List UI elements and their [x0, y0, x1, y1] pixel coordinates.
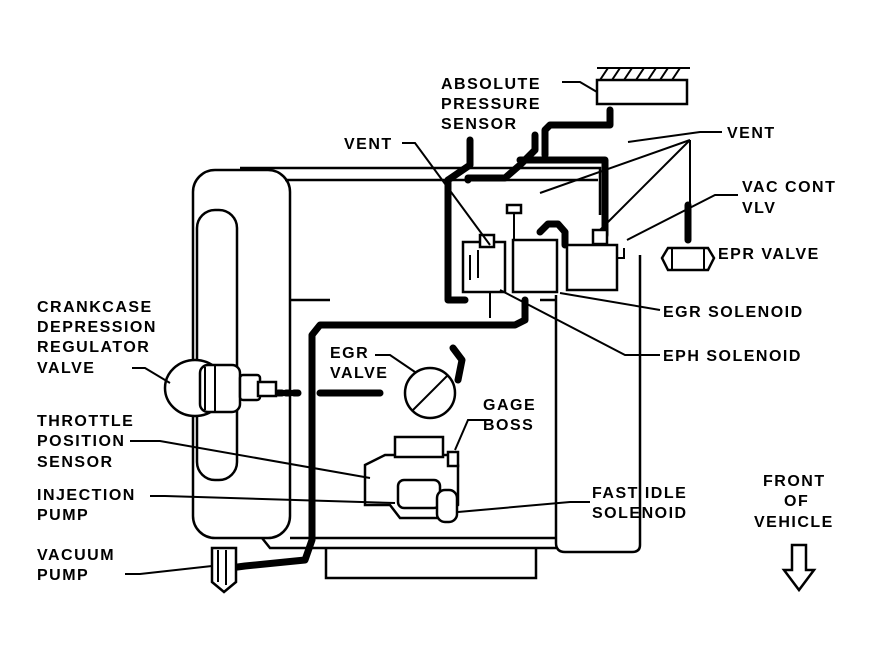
throttle-position-sensor-label-line3: SENSOR: [37, 454, 114, 471]
injection-pump: [363, 435, 460, 524]
injection-pump-label-line1: INJECTION: [37, 487, 136, 504]
vacuum-pump: [210, 546, 238, 594]
labels: ABSOLUTE PRESSURE SENSOR VENT VENT VAC C…: [37, 76, 836, 584]
absolute-pressure-sensor-label-line2: PRESSURE: [441, 96, 541, 113]
absolute-pressure-sensor-label-line3: SENSOR: [441, 116, 518, 133]
injection-pump-label-line2: PUMP: [37, 507, 89, 524]
vacuum-pump-label-line1: VACUUM: [37, 547, 115, 564]
crankcase-label-line2: DEPRESSION: [37, 319, 157, 336]
absolute-pressure-sensor-label-line1: ABSOLUTE: [441, 76, 541, 93]
engine-outline: [191, 166, 642, 580]
throttle-position-sensor-label-line1: THROTTLE: [37, 413, 134, 430]
eph-solenoid-label: EPH SOLENOID: [663, 348, 802, 365]
egr-solenoid-label: EGR SOLENOID: [663, 304, 804, 321]
gage-boss-label-line2: BOSS: [483, 417, 534, 434]
epr-valve: [660, 201, 716, 272]
crankcase-label-line1: CRANKCASE: [37, 299, 153, 316]
absolute-pressure-sensor: [595, 67, 690, 106]
fast-idle-solenoid-label-line1: FAST IDLE: [592, 485, 687, 502]
epr-valve-label: EPR VALVE: [718, 246, 820, 263]
front-of-vehicle-label-line2: OF: [784, 493, 809, 510]
fast-idle-solenoid-label-line2: SOLENOID: [592, 505, 688, 522]
vacuum-pump-label-line2: PUMP: [37, 567, 89, 584]
front-of-vehicle-label-line3: VEHICLE: [754, 514, 834, 531]
vacuum-hoses: [226, 106, 614, 572]
crankcase-label-line4: VALVE: [37, 360, 95, 377]
egr-valve-label-line2: VALVE: [330, 365, 388, 382]
leader-lines: [125, 81, 738, 575]
vac-cont-vlv-label-line1: VAC CONT: [742, 179, 836, 196]
gage-boss-label-line1: GAGE: [483, 397, 536, 414]
egr-valve: [403, 366, 457, 420]
egr-valve-label-line1: EGR: [330, 345, 369, 362]
crankcase-label-line3: REGULATOR: [37, 339, 150, 356]
front-of-vehicle-arrow-icon: [781, 543, 817, 593]
vac-cont-vlv-label-line2: VLV: [742, 200, 776, 217]
front-of-vehicle-label-line1: FRONT: [763, 473, 826, 490]
throttle-position-sensor-label-line2: POSITION: [37, 433, 125, 450]
vent-left-label: VENT: [344, 136, 393, 153]
solenoid-cluster: [461, 203, 625, 318]
crankcase-depression-regulator-valve: [163, 358, 278, 418]
vent-right-label: VENT: [727, 125, 776, 142]
